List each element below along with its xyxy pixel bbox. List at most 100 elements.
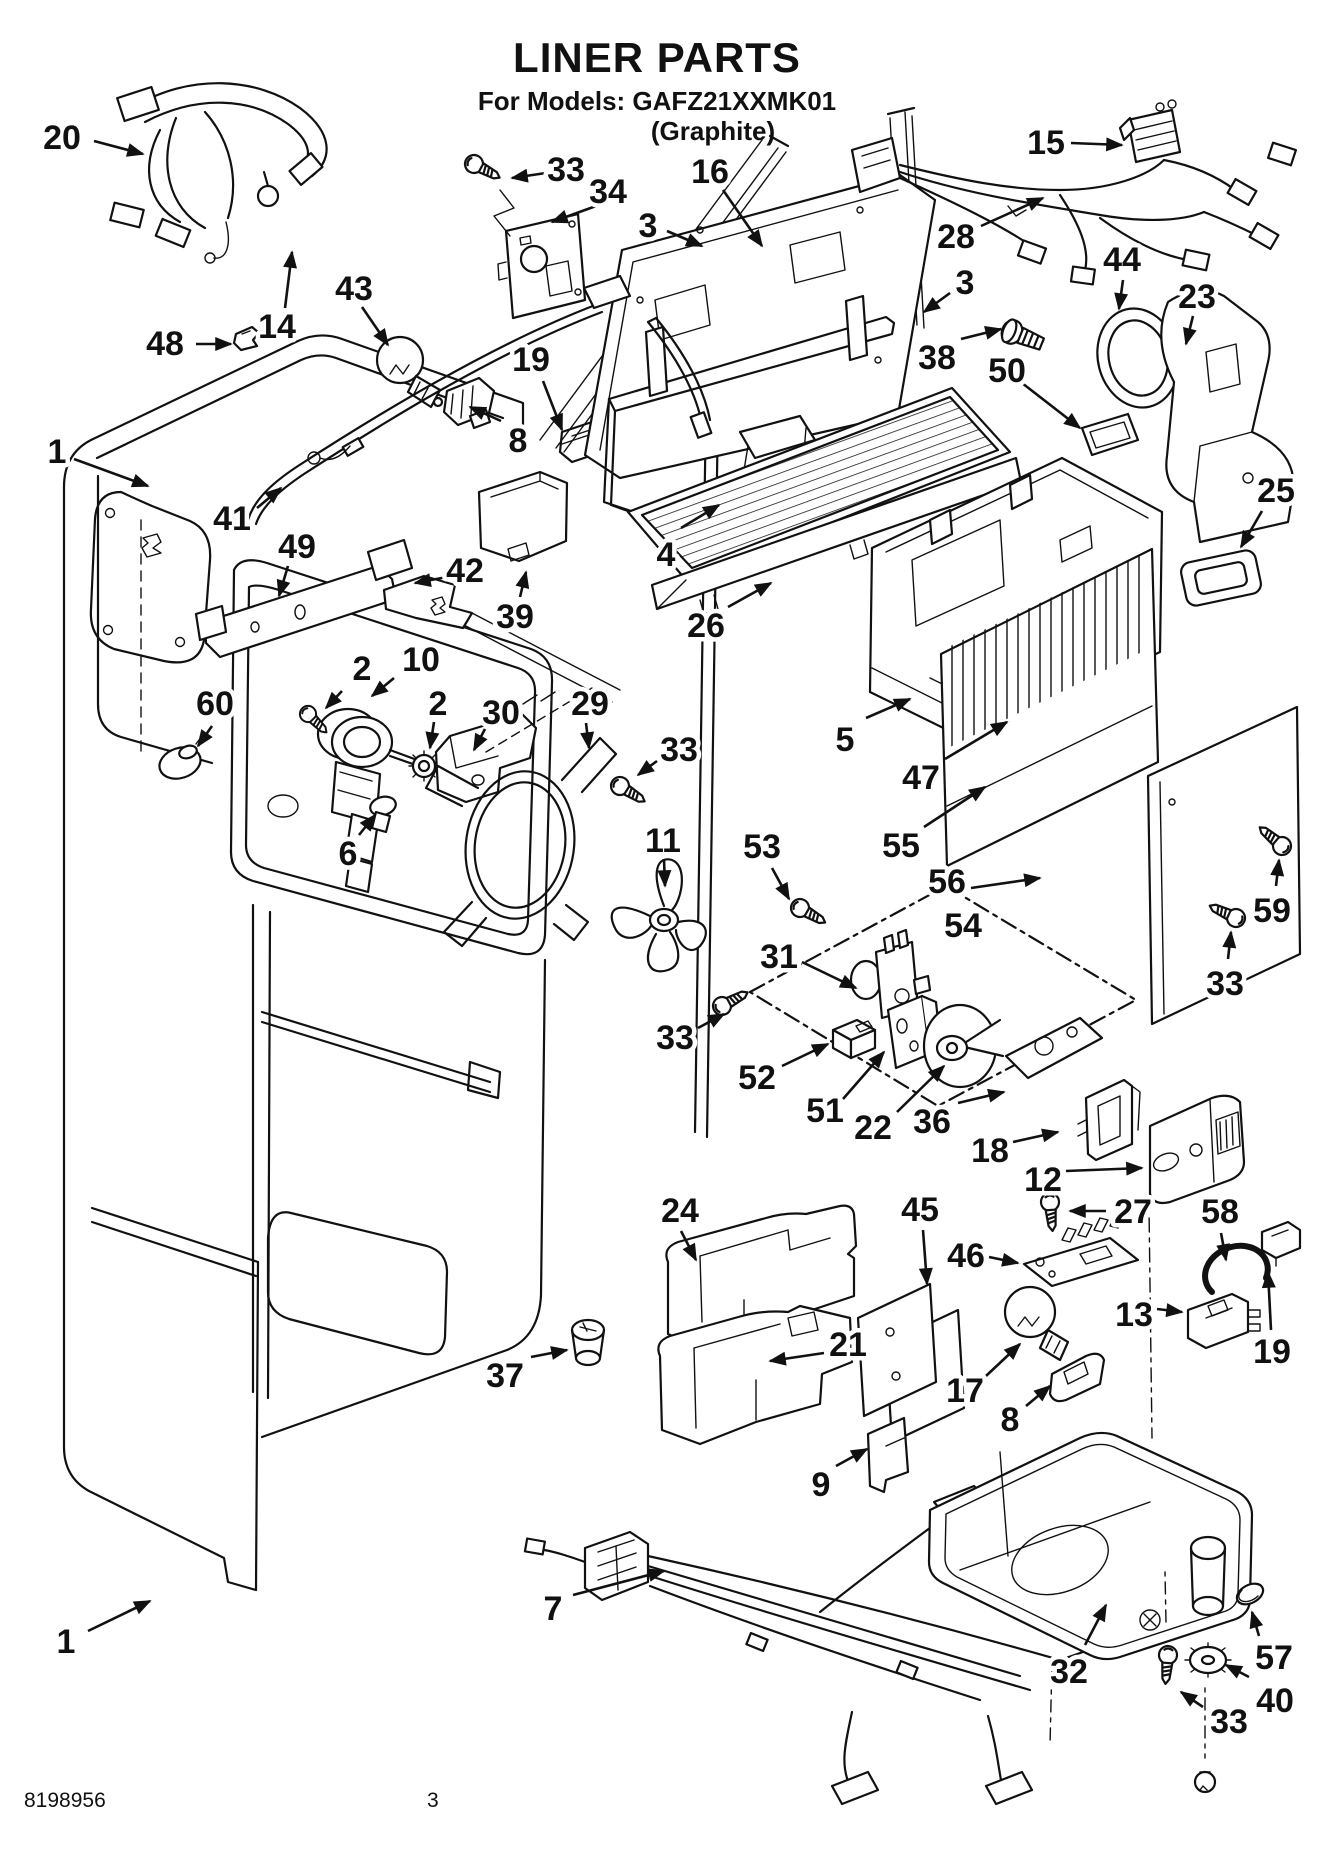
callout-number-23: 23 (1178, 278, 1216, 316)
callout-33: 33 (510, 147, 589, 194)
callout-number-16: 16 (691, 153, 729, 191)
callout-number-36: 36 (913, 1103, 951, 1141)
callout-6: 6 (334, 813, 377, 878)
callout-number-15: 15 (1027, 124, 1065, 162)
callout-number-2: 2 (429, 685, 448, 723)
callout-number-58: 58 (1201, 1193, 1239, 1231)
callout-3: 3 (922, 260, 979, 314)
part-gasket-25 (1180, 549, 1262, 607)
callout-46: 46 (943, 1233, 1020, 1280)
callout-18: 18 (967, 1128, 1060, 1175)
document-number: 8198956 (24, 1789, 106, 1812)
part-switch-52 (831, 1018, 877, 1060)
page-number: 3 (427, 1789, 439, 1812)
callout-41: 41 (209, 486, 283, 543)
callout-number-12: 12 (1024, 1161, 1062, 1199)
callout-number-56: 56 (928, 863, 966, 901)
callout-43: 43 (331, 266, 390, 347)
callout-32: 32 (1046, 1603, 1108, 1696)
callout-16: 16 (687, 149, 764, 248)
part-fan-shroud-29 (424, 687, 618, 948)
callout-number-46: 46 (947, 1237, 985, 1275)
callout-number-30: 30 (482, 694, 520, 732)
callout-56: 56 (924, 859, 1042, 906)
part-plate-50 (1080, 412, 1140, 457)
callout-number-37: 37 (486, 1357, 524, 1395)
callout-34: 34 (550, 169, 631, 224)
callout-number-34: 34 (589, 173, 627, 211)
part-air-tower-23 (1160, 289, 1295, 544)
callout-number-1: 1 (57, 1623, 76, 1661)
callout-33: 33 (652, 1012, 726, 1062)
callout-number-10: 10 (402, 641, 440, 679)
part-screw-33-fan (708, 983, 753, 1020)
callout-26: 26 (683, 581, 773, 650)
part-bolt-38 (997, 316, 1048, 357)
callout-7: 7 (539, 1568, 666, 1633)
part-wire-41 (246, 274, 713, 526)
callout-22: 22 (850, 1064, 946, 1152)
part-retainer-58 (1202, 1242, 1271, 1295)
callout-48: 48 (142, 321, 233, 368)
part-screw-33-bottom (1155, 1644, 1179, 1686)
callout-19: 19 (508, 337, 564, 432)
callout-42: 42 (413, 548, 488, 595)
callout-15: 15 (1023, 120, 1124, 167)
callout-number-21: 21 (829, 1326, 867, 1364)
callout-11: 11 (641, 818, 685, 888)
part-board-34 (497, 212, 587, 320)
callout-38: 38 (914, 326, 1003, 382)
callout-25: 25 (1239, 468, 1299, 549)
part-container-32 (927, 1431, 1254, 1759)
part-board-46 (1022, 1213, 1140, 1288)
callout-45: 45 (897, 1187, 943, 1286)
part-plug-37 (570, 1318, 606, 1367)
callout-number-43: 43 (335, 270, 373, 308)
callout-number-53: 53 (743, 828, 781, 866)
callout-number-49: 49 (278, 528, 316, 566)
part-rear-lower-panel (1146, 705, 1302, 1026)
part-bulb-socket-8 (442, 376, 496, 430)
callout-59: 59 (1249, 858, 1295, 935)
callout-number-33: 33 (660, 731, 698, 769)
callout-number-38: 38 (918, 339, 956, 377)
callout-number-7: 7 (544, 1590, 563, 1628)
callout-37: 37 (482, 1346, 569, 1400)
callout-number-51: 51 (806, 1092, 844, 1130)
part-panel-45 (856, 1282, 966, 1444)
callout-44: 44 (1099, 237, 1145, 311)
callout-2: 2 (424, 681, 452, 750)
callout-17: 17 (942, 1342, 1022, 1415)
callout-number-50: 50 (988, 352, 1026, 390)
part-wire-harness-28 (850, 136, 1297, 286)
part-solenoid-15 (1118, 99, 1182, 164)
callout-number-17: 17 (946, 1372, 984, 1410)
callout-number-2: 2 (353, 650, 372, 688)
callout-number-33: 33 (547, 151, 585, 189)
part-gasket-36 (1004, 1016, 1104, 1080)
callout-40: 40 (1224, 1663, 1298, 1725)
part-rear-panel-16 (539, 106, 937, 480)
part-evaporator-26 (626, 386, 1023, 615)
callout-27: 27 (1068, 1189, 1156, 1236)
part-screw-53 (786, 894, 831, 932)
callout-number-52: 52 (738, 1059, 776, 1097)
callout-number-19: 19 (1253, 1333, 1291, 1371)
callout-number-1: 1 (48, 433, 67, 471)
callout-10: 10 (370, 637, 444, 698)
callout-number-29: 29 (571, 685, 609, 723)
callout-52: 52 (734, 1042, 830, 1102)
zigzag-leader (493, 189, 515, 237)
callout-60: 60 (192, 681, 238, 748)
callout-number-24: 24 (661, 1192, 699, 1230)
callout-12: 12 (1020, 1157, 1144, 1204)
callout-number-3: 3 (956, 264, 975, 302)
callout-number-3: 3 (639, 207, 658, 245)
callout-4: 4 (652, 503, 721, 579)
callout-number-54: 54 (944, 907, 982, 945)
callout-number-47: 47 (902, 759, 940, 797)
finish-line: (Graphite) (650, 116, 776, 146)
callout-33: 33 (636, 727, 702, 777)
callout-number-19: 19 (512, 341, 550, 379)
